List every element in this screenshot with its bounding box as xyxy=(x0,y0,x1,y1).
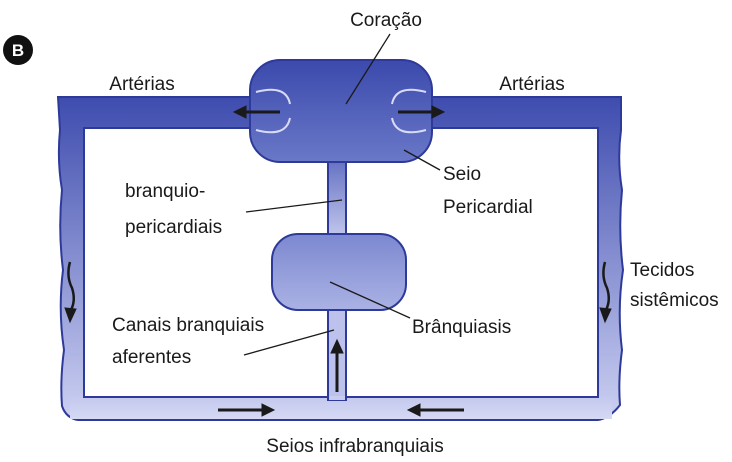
arrow-afferent-up xyxy=(330,338,344,392)
arrow-bottom-left xyxy=(218,403,276,417)
label-afferent-2: aferentes xyxy=(112,347,191,368)
heart-valve-right xyxy=(391,88,427,134)
label-tissues-2: sistêmicos xyxy=(630,290,719,311)
heart-valve-left xyxy=(255,88,291,134)
label-pericardial-sinus-1: Seio xyxy=(443,164,481,185)
label-tissues-1: Tecidos xyxy=(630,260,694,281)
arrow-right-down xyxy=(599,261,612,324)
label-infrabranchial: Seios infrabranquiais xyxy=(266,436,443,457)
arrow-left-down xyxy=(64,261,77,324)
leader-branchio xyxy=(245,199,343,213)
arrow-heart-left xyxy=(232,105,280,119)
leader-gills xyxy=(329,281,411,319)
infrabranchial-sinus-band xyxy=(70,398,612,419)
label-arteries-left: Artérias xyxy=(109,74,174,95)
gills xyxy=(271,233,407,311)
label-heart: Coração xyxy=(350,10,422,31)
arrow-heart-right xyxy=(398,105,446,119)
leader-afferent xyxy=(243,329,335,356)
label-pericardial-sinus-2: Pericardial xyxy=(443,197,533,218)
leader-heart xyxy=(345,33,391,105)
branchio-pericardial-channel xyxy=(327,149,347,243)
label-branchio-2: pericardiais xyxy=(125,217,222,238)
arrow-bottom-right xyxy=(406,403,464,417)
leader-pericardial-sinus xyxy=(403,149,441,171)
panel-letter: B xyxy=(12,41,24,60)
label-afferent-1: Canais branquiais xyxy=(112,315,264,336)
label-branchio-1: branquio- xyxy=(125,181,205,202)
panel-badge xyxy=(3,35,33,65)
label-gills: Brânquiasis xyxy=(412,317,511,338)
label-arteries-right: Artérias xyxy=(499,74,564,95)
